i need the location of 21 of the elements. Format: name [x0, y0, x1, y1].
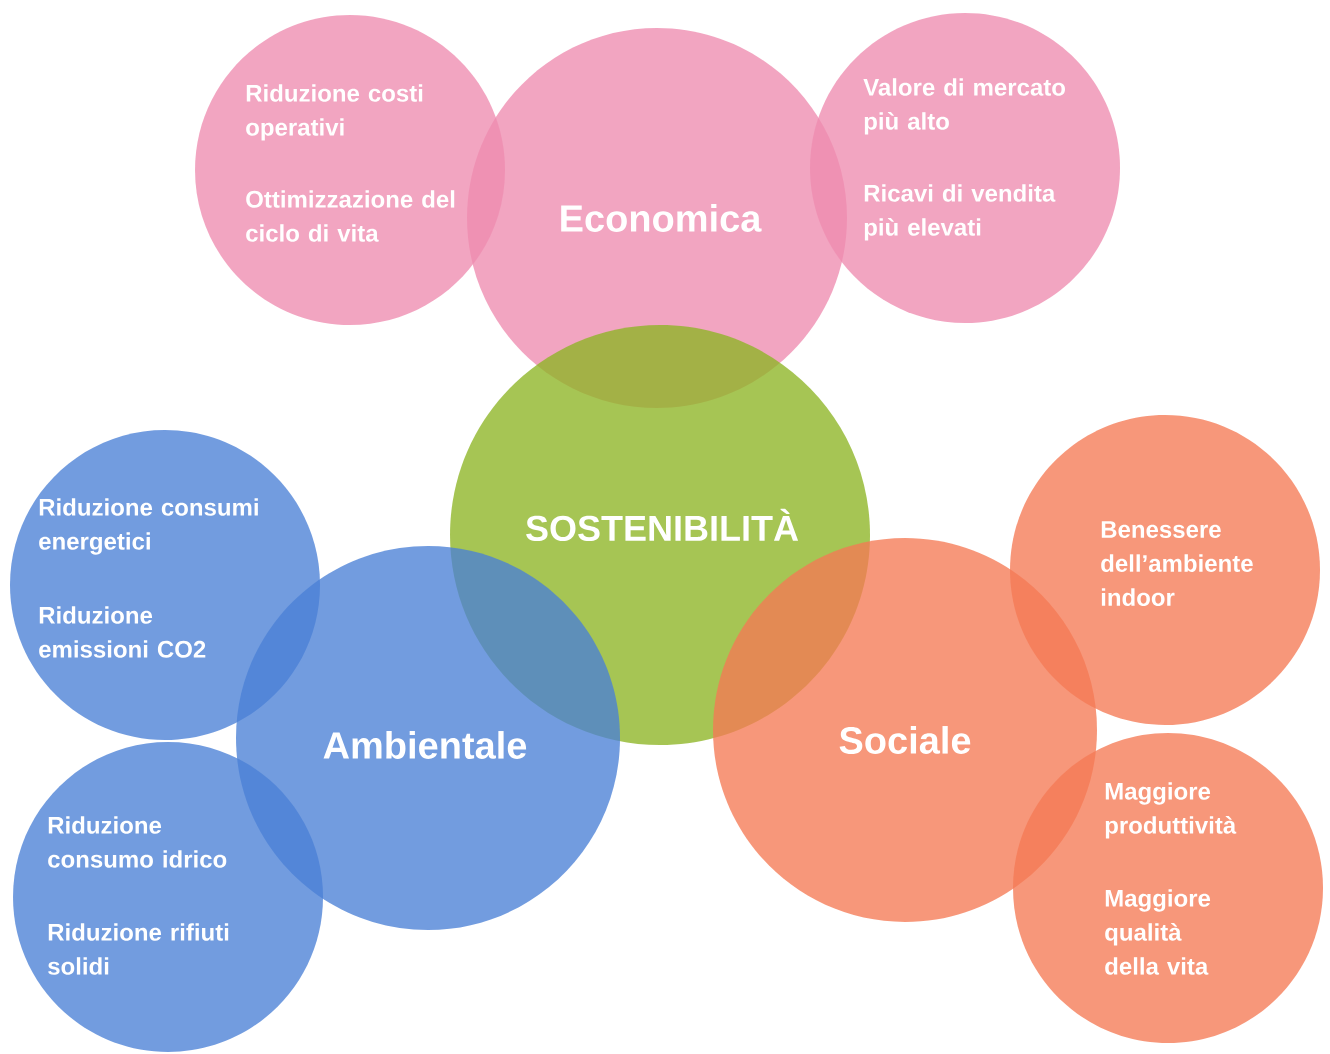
circle	[13, 742, 323, 1052]
circle	[195, 15, 505, 325]
bullet-text: Riduzione consumo idrico	[48, 816, 227, 868]
bullet-text: Valore di mercato più alto	[863, 78, 1065, 135]
bullet-text: Maggiore produttività	[1105, 782, 1237, 839]
circle	[810, 13, 1120, 323]
bullet-text: Benessere dell’ambiente indoor	[1101, 521, 1253, 606]
circle	[1013, 733, 1323, 1043]
bullet-text: Maggiore qualità della vita	[1105, 889, 1211, 975]
bullet-text: Riduzione emissioni CO2	[39, 606, 206, 658]
circle-label: Ambientale	[323, 731, 527, 759]
circle	[1010, 415, 1320, 725]
bullet-text: Riduzione costi operativi	[246, 84, 423, 141]
circle	[236, 546, 620, 930]
bullet-text: Ottimizzazione del ciclo di vita	[246, 190, 455, 242]
bullet-text: Riduzione rifiuti solidi	[48, 923, 229, 975]
circle-label: Economica	[561, 204, 762, 232]
bullet-text: Riduzione consumi energetici	[39, 498, 258, 555]
bullet-text: Ricavi di vendita più elevati	[864, 184, 1056, 241]
circle-label: Sociale	[839, 726, 971, 754]
circle-label: SOSTENIBILITÀ	[526, 508, 799, 542]
